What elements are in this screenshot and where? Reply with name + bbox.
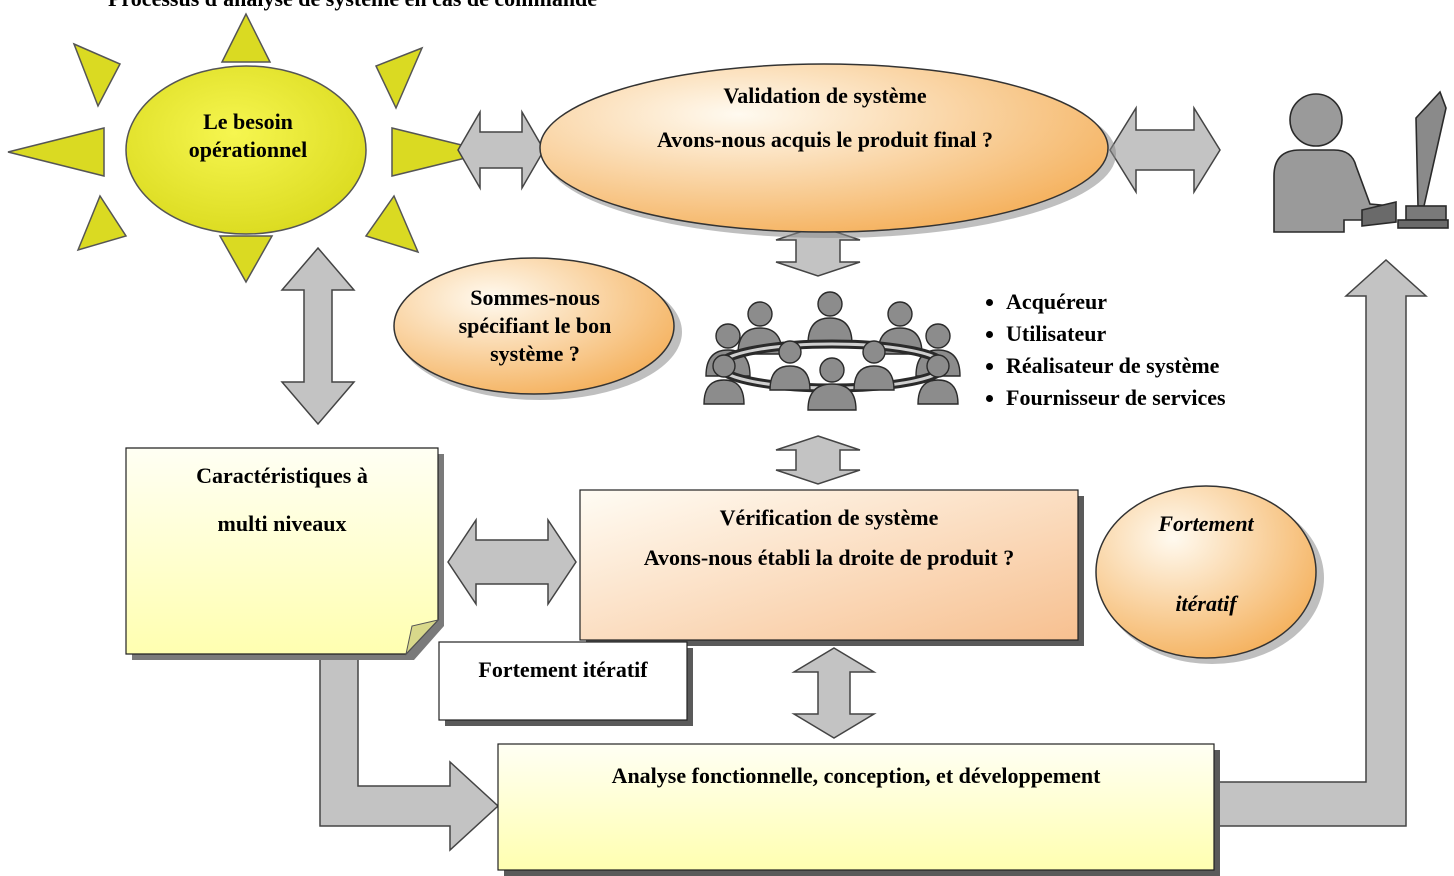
- arrow-validation-group: [775, 225, 861, 277]
- iterative-ellipse-line1: Fortement: [1158, 511, 1254, 536]
- arrow-validation-user: [1109, 105, 1221, 195]
- characteristics-title-line1: Caractéristiques à: [196, 463, 368, 488]
- stakeholder-item: Utilisateur: [1006, 318, 1226, 350]
- meeting-group-icon: [703, 291, 961, 411]
- validation-question: Avons-nous acquis le produit final ?: [657, 127, 993, 152]
- sun-ray-top: [220, 12, 272, 63]
- arrow-verification-development: [791, 647, 877, 739]
- validation-ellipse: [539, 63, 1109, 233]
- sun-ray-top-left: [72, 42, 122, 108]
- arrow-need-validation: [457, 109, 545, 191]
- arrow-development-user: [1217, 258, 1428, 827]
- header-fragment: Processus d'analyse de système en cas de…: [108, 0, 597, 11]
- iterative-ellipse-line2: itératif: [1175, 591, 1237, 616]
- sun-core: [125, 65, 367, 235]
- iterative-box-label: Fortement itératif: [478, 657, 648, 682]
- characteristics-title-line2: multi niveaux: [217, 511, 347, 536]
- verification-question: Avons-nous établi la droite de produit ?: [643, 545, 1015, 570]
- arrow-characteristics-verification: [447, 517, 577, 607]
- validation-title: Validation de système: [723, 83, 927, 108]
- arrow-characteristics-development: [319, 653, 500, 852]
- development-box: [497, 743, 1215, 871]
- verification-box: [579, 489, 1079, 641]
- sun-ray-bottom-right: [364, 194, 420, 254]
- arrow-group-verification: [775, 435, 861, 485]
- sun-shape: [7, 12, 491, 284]
- operational-need-label: Le besoin opérationnel: [188, 109, 308, 162]
- iterative-box: [438, 641, 688, 721]
- stakeholder-list: Acquéreur Utilisateur Réalisateur de sys…: [986, 286, 1226, 414]
- specifying-ellipse: [393, 257, 675, 395]
- development-label: Analyse fonctionnelle, conception, et dé…: [611, 763, 1101, 788]
- stakeholder-item: Acquéreur: [1006, 286, 1226, 318]
- iterative-ellipse: [1095, 485, 1317, 659]
- sun-ray-bottom: [218, 235, 274, 284]
- sun-ray-bottom-left: [76, 194, 128, 252]
- characteristics-note-fold: [405, 619, 440, 656]
- specifying-question: Sommes-nous spécifiant le bon système ?: [458, 285, 612, 366]
- sun-ray-right: [391, 127, 491, 177]
- arrow-need-characteristics: [280, 246, 356, 426]
- stakeholder-item: Réalisateur de système: [1006, 350, 1226, 382]
- sun-ray-left: [7, 127, 105, 177]
- sun-ray-top-right: [374, 46, 424, 110]
- verification-title: Vérification de système: [719, 505, 939, 530]
- stakeholder-item: Fournisseur de services: [1006, 382, 1226, 414]
- user-at-computer-icon: [1273, 90, 1449, 233]
